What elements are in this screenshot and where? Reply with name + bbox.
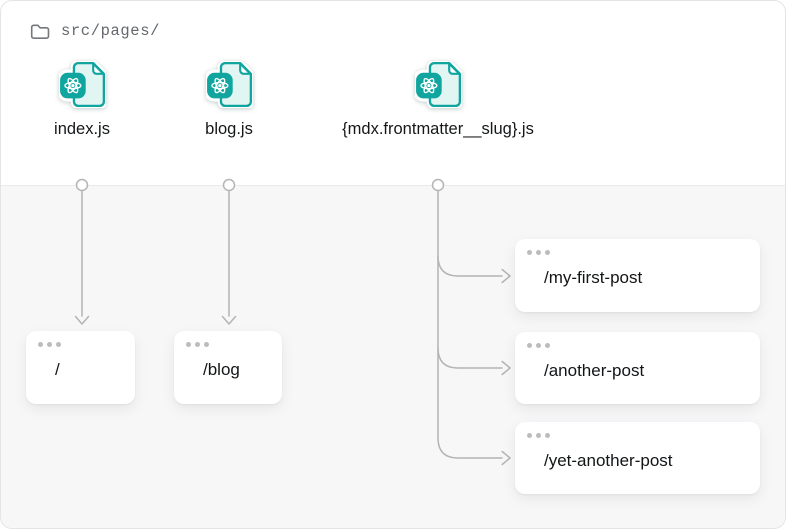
- file-label-index: index.js: [54, 120, 110, 138]
- browser-card-blog: /blog: [174, 331, 282, 404]
- route-path: /: [55, 360, 60, 380]
- react-file-icon: [56, 59, 107, 110]
- file-label-mdx-slug: {mdx.frontmatter__slug}.js: [342, 120, 534, 138]
- route-path: /blog: [203, 360, 240, 380]
- breadcrumb: src/pages/: [30, 22, 160, 40]
- route-path: /yet-another-post: [544, 450, 673, 470]
- file-label-blog: blog.js: [205, 120, 253, 138]
- browser-card-my-first-post: /my-first-post: [515, 239, 760, 312]
- window-dots-icon: [186, 342, 209, 347]
- react-file-icon: [412, 59, 463, 110]
- browser-card-another-post: /another-post: [515, 332, 760, 404]
- browser-card-root: /: [26, 331, 135, 404]
- folder-icon: [30, 22, 50, 40]
- window-dots-icon: [527, 343, 550, 348]
- route-path: /another-post: [544, 360, 645, 380]
- window-dots-icon: [38, 342, 61, 347]
- route-path: /my-first-post: [544, 268, 643, 288]
- window-dots-icon: [527, 250, 550, 255]
- browser-card-yet-another-post: /yet-another-post: [515, 422, 760, 494]
- react-file-icon: [203, 59, 254, 110]
- folder-path-label: src/pages/: [61, 22, 161, 40]
- window-dots-icon: [527, 433, 550, 438]
